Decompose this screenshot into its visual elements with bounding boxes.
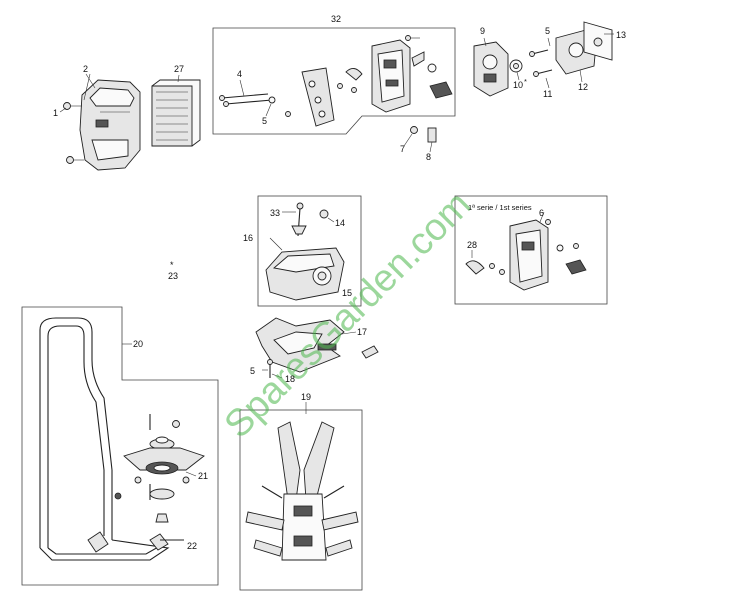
callout-15: 15 (342, 288, 352, 298)
callout-4: 4 (237, 69, 242, 79)
filter-base-plate (301, 67, 335, 127)
callout-8: 8 (426, 152, 431, 162)
washer-5-left (268, 96, 276, 104)
trigger-s1 (565, 259, 587, 275)
gasket-13 (583, 21, 613, 61)
choke-lever (345, 68, 363, 81)
callout-20: 20 (133, 339, 143, 349)
callout-27: 27 (174, 64, 184, 74)
box-group-16 (257, 195, 362, 307)
callout-6: 6 (539, 208, 544, 218)
callout-17: 17 (357, 327, 367, 337)
washer-right (427, 63, 437, 73)
callout-10-star: * (524, 77, 527, 86)
screw-top-right (405, 35, 411, 41)
callout-star-23: * (170, 260, 174, 270)
bracket-right (411, 51, 425, 67)
callout-33: 33 (270, 208, 280, 218)
callout-13: 13 (616, 30, 626, 40)
callout-2: 2 (83, 64, 88, 74)
box-group-19 (239, 409, 363, 591)
long-screws-4 (219, 93, 273, 107)
nut-small-a (337, 83, 343, 89)
callout-14: 14 (335, 218, 345, 228)
callout-11: 11 (543, 89, 552, 99)
mount-bracket (255, 317, 345, 373)
callout-5-mount: 5 (250, 366, 255, 376)
rubber-damper (361, 345, 379, 359)
throttle-trigger (429, 81, 453, 99)
screw-1-bottom (66, 156, 84, 164)
screws-11 (529, 49, 553, 77)
box-group-32 (212, 27, 456, 135)
backpack-frame (39, 317, 170, 561)
carburetor (473, 41, 509, 97)
spark-plug-8 (427, 127, 437, 153)
antivibration-mount (114, 414, 205, 523)
nut-s1-b (499, 269, 505, 275)
cap-14 (319, 209, 329, 219)
nut-s1-a (489, 263, 495, 269)
gasket-10 (509, 59, 523, 73)
callout-5-group32: 5 (262, 116, 267, 126)
screw-1-top (63, 102, 82, 110)
screw-s1-right (573, 243, 579, 249)
callout-7: 7 (400, 144, 405, 154)
callout-12: 12 (578, 82, 588, 92)
callout-22: 22 (187, 541, 197, 551)
box-group-20 (21, 306, 219, 586)
callout-16: 16 (243, 233, 253, 243)
watermark: SparesGarden.com (217, 184, 480, 447)
callout-1: 1 (53, 108, 58, 118)
callout-28: 28 (467, 240, 477, 250)
box-group-6 (454, 195, 608, 305)
callout-23: 23 (168, 271, 178, 281)
callout-21: 21 (198, 471, 208, 481)
callout-9: 9 (480, 26, 485, 36)
nut-center (410, 126, 418, 134)
callout-18: 18 (285, 374, 295, 384)
nut-small-b (351, 87, 357, 93)
screw-small-left (285, 111, 291, 117)
screw-s1-top (545, 219, 551, 225)
fuel-tank (265, 247, 345, 301)
fuel-pickup-33 (291, 202, 307, 237)
callout-10: 10 (513, 80, 523, 90)
filter-housing-series1 (509, 219, 549, 291)
callout-32: 32 (331, 14, 341, 24)
engine-cover (79, 79, 141, 171)
washer-s1 (556, 244, 564, 252)
callout-5-right: 5 (545, 26, 550, 36)
choke-lever-28 (465, 260, 485, 275)
harness (245, 421, 359, 561)
frame-clamp (149, 533, 184, 551)
series-label: 1ª serie / 1st series (468, 203, 532, 212)
callout-19: 19 (301, 392, 311, 402)
air-filter (151, 79, 201, 147)
screw-18 (267, 359, 273, 378)
filter-housing (371, 39, 411, 113)
